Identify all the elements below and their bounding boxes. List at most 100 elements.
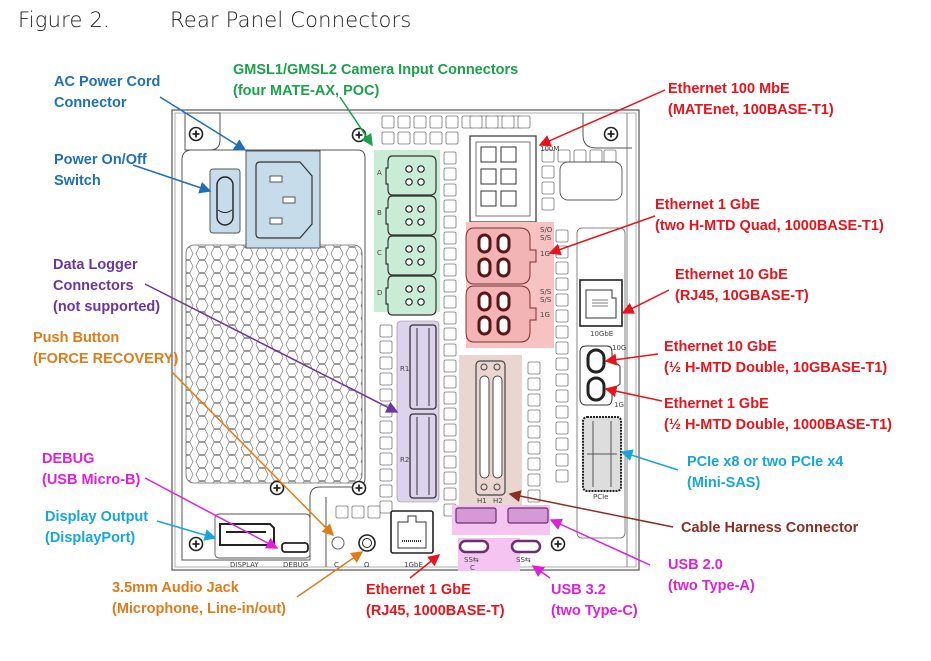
label-h1: H1 [477,497,487,505]
grid-square [541,181,555,195]
gmsl-connectors: A B C D [374,150,440,316]
grid-square [445,115,459,129]
leader-pcie [620,449,679,471]
grid-square [527,425,541,439]
callout-debug: DEBUG(USB Micro-B) [42,451,141,488]
grid-square [557,149,571,163]
grid-square [555,341,569,355]
grid-square [443,375,457,389]
callout-eth-10g-hmtd: Ethernet 10 GbE(½ H-MTD Double, 10GBASE-… [664,339,888,376]
gmsl-label-d: D [377,289,382,297]
grid-square [443,167,457,181]
label-pcie: PCIe [593,493,608,501]
leader-gmsl [339,96,373,147]
grid-square [589,149,603,163]
usb-c-port-1 [458,539,490,554]
grid-square [335,505,349,519]
grid-square [379,420,393,434]
label-h2: H2 [493,497,503,505]
label-1g-bottom: 1G [540,311,550,319]
label-100m: 100M [540,145,559,153]
grid-square [397,131,411,145]
leader-eth-1g-quad [548,215,656,256]
grid-square [527,409,541,423]
grid-square [555,261,569,275]
audio-jack [358,534,376,552]
grid-square [379,500,393,514]
callout-eth-1g-rj45: Ethernet 1 GbE(RJ45, 1000BASE-T) [366,582,505,619]
ac-power-connector [245,150,321,249]
leader-eth-100m [538,89,666,147]
leader-lines [132,89,679,598]
power-switch [209,168,241,234]
grid-square [379,340,393,354]
leader-debug [144,477,279,549]
grid-square [397,115,411,129]
leader-power-switch [132,164,212,194]
matenet-connector: 100M [469,135,559,223]
callout-display: Display Output(DisplayPort) [45,509,149,546]
grid-square [413,115,427,129]
usb-c-port-2 [510,539,542,554]
grid-square [443,487,457,501]
grid-square [379,436,393,450]
grid-square [517,115,531,129]
grid-square [443,295,457,309]
grid-square [555,293,569,307]
label-ss-2: S/S [540,288,552,296]
grid-square [381,131,395,145]
grid-square [555,325,569,339]
leader-cable-harness [508,490,674,528]
grid-square [413,131,427,145]
grid-square [555,469,569,483]
label-display: DISPLAY [230,561,259,569]
grid-square [527,457,541,471]
callout-usb3: USB 3.2(two Type-C) [551,582,638,619]
grid-square [445,131,459,145]
label-r2: R2 [400,456,409,464]
label-r1: R1 [400,365,409,373]
grid-square [443,199,457,213]
leader-eth-1g-rj45 [409,554,441,579]
label-1gbe: 1GbE [404,561,423,569]
right-module: 10GbE 10G 1G PCIe [559,161,626,539]
cable-harness-connector: H1 H2 [459,355,522,505]
grid-square [573,149,587,163]
grid-square [443,247,457,261]
grid-square [443,423,457,437]
grid-square [443,359,457,373]
data-logger-connectors: R1 R2 [396,320,440,503]
grid-square [443,183,457,197]
leader-eth-1g-hmtd [604,385,663,402]
leader-eth-10g-hmtd [604,353,659,366]
grid-square [555,453,569,467]
grid-square [443,439,457,453]
grid-square [443,151,457,165]
leader-usb3 [531,565,551,579]
grid-square [555,357,569,371]
leader-display [156,520,217,541]
usb-c-symbol-2: SS⇆ [516,556,531,564]
grid-square [485,115,499,129]
grid-square [527,441,541,455]
label-1g: 1G [614,401,624,409]
leader-ac-power [159,96,247,151]
grid-square [443,391,457,405]
grid-square [541,165,555,179]
gmsl-label-c: C [377,249,382,257]
callout-usb2: USB 2.0(two Type-A) [668,557,755,594]
grid-square [379,484,393,498]
grid-square [379,356,393,370]
callout-eth-10g-rj45: Ethernet 10 GbE(RJ45, 10GBASE-T) [675,267,809,304]
grid-square [443,471,457,485]
gmsl-port [385,155,437,196]
grid-square [379,372,393,386]
grid-square [443,407,457,421]
callout-cable-harness: Cable Harness Connector [681,520,859,536]
leader-audio [296,551,364,598]
grid-square [429,131,443,145]
svg-text:C: C [334,561,339,569]
grid-square [379,452,393,466]
